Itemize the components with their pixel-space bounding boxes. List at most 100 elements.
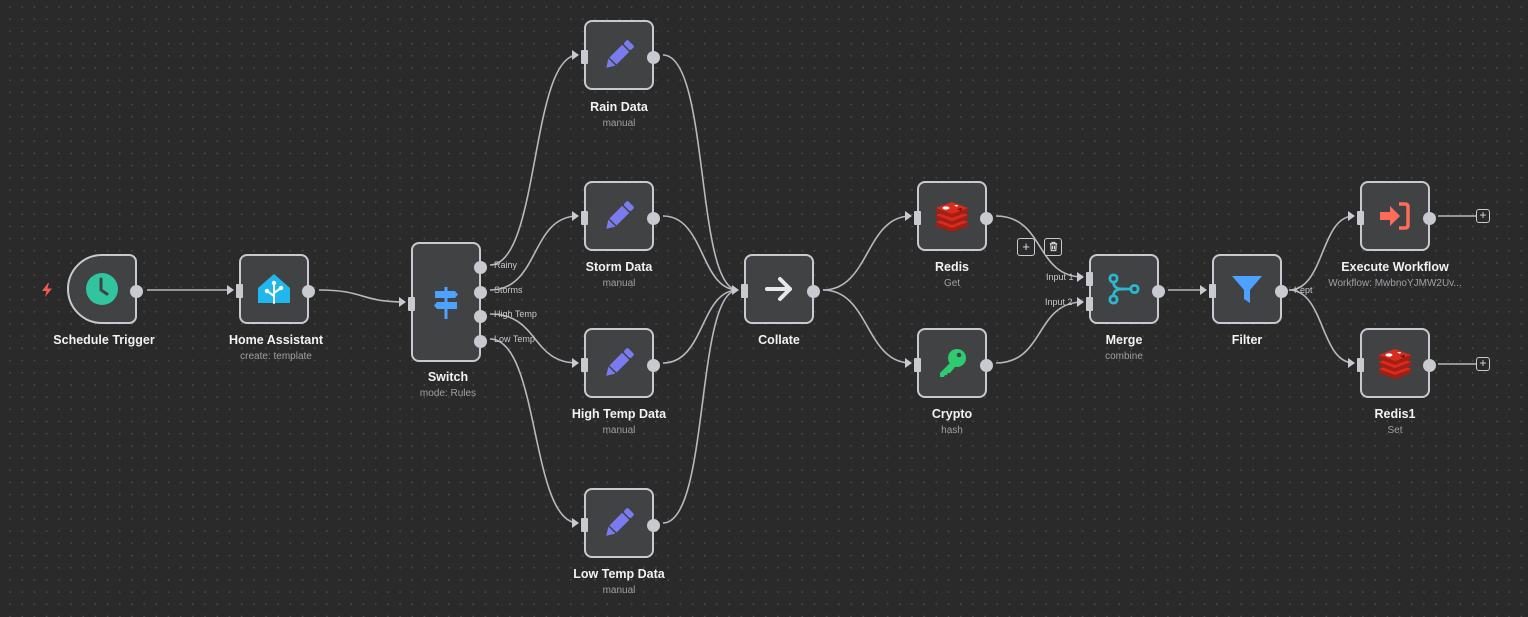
node-label: Home Assistant xyxy=(228,333,323,347)
output-port[interactable] xyxy=(647,211,660,225)
node-label: Schedule Trigger xyxy=(53,333,155,347)
node-label: Switch xyxy=(427,370,469,384)
input-port[interactable] xyxy=(236,284,243,298)
node-home-assistant[interactable] xyxy=(236,254,315,324)
input-port[interactable] xyxy=(914,358,921,372)
port-label-input-2: Input 2 xyxy=(1045,297,1073,307)
input-port[interactable] xyxy=(408,297,415,311)
add-node-button[interactable]: + xyxy=(1476,209,1490,223)
output-port[interactable] xyxy=(647,518,660,532)
pencil-icon xyxy=(599,343,639,383)
node-label: High Temp Data xyxy=(571,407,667,421)
node-subtitle: mode: Rules xyxy=(419,388,477,399)
home-assistant-icon xyxy=(254,269,294,309)
node-execute-workflow[interactable] xyxy=(1357,181,1436,251)
input-port[interactable] xyxy=(1357,358,1364,372)
node-schedule-trigger[interactable] xyxy=(67,254,143,324)
redis-icon xyxy=(1375,343,1415,383)
node-subtitle: Set xyxy=(1387,425,1403,436)
clock-icon xyxy=(82,269,122,309)
output-port[interactable] xyxy=(1152,284,1165,298)
output-port[interactable] xyxy=(980,358,993,372)
pencil-icon xyxy=(599,196,639,236)
pencil-icon xyxy=(599,35,639,75)
port-label-low-temp: Low Temp xyxy=(494,334,535,344)
output-port[interactable] xyxy=(980,211,993,225)
node-label: Filter xyxy=(1231,333,1263,347)
output-port[interactable] xyxy=(1423,358,1436,372)
node-high-temp-data[interactable] xyxy=(581,328,660,398)
output-port[interactable] xyxy=(647,358,660,372)
node-label: Storm Data xyxy=(585,260,653,274)
edge-high-temp-data-to-collate[interactable] xyxy=(662,289,739,364)
port-label-storms: Storms xyxy=(494,285,523,295)
input-port[interactable] xyxy=(1357,211,1364,225)
node-label: Redis xyxy=(934,260,970,274)
node-merge[interactable] xyxy=(1086,254,1165,324)
key-icon xyxy=(932,343,972,383)
output-port[interactable] xyxy=(130,284,143,298)
output-port[interactable] xyxy=(302,284,315,298)
node-subtitle: Workflow: MwbnoYJMW2Uv... xyxy=(1328,278,1462,289)
output-port[interactable] xyxy=(807,284,820,298)
input-port[interactable] xyxy=(1209,284,1216,298)
node-subtitle: combine xyxy=(1105,351,1143,362)
node-storm-data[interactable] xyxy=(581,181,660,251)
trash-icon xyxy=(1049,241,1057,252)
input-port[interactable] xyxy=(741,284,748,298)
node-switch[interactable] xyxy=(408,242,487,362)
node-label: Redis1 xyxy=(1374,407,1416,421)
redis-icon xyxy=(932,196,972,236)
node-subtitle: manual xyxy=(602,585,636,596)
node-crypto[interactable] xyxy=(914,328,993,398)
node-subtitle: Get xyxy=(943,278,961,289)
output-port[interactable] xyxy=(647,50,660,64)
output-port-high-temp[interactable] xyxy=(474,310,487,323)
port-label-input-1: Input 1 xyxy=(1046,272,1074,282)
node-label: Merge xyxy=(1105,333,1143,347)
pencil-icon xyxy=(599,503,639,543)
input-port-1[interactable] xyxy=(1086,272,1093,286)
node-subtitle: create: template xyxy=(240,351,312,362)
edge-delete-button[interactable] xyxy=(1044,238,1062,256)
node-filter[interactable] xyxy=(1209,254,1288,324)
edge-home-assistant-to-switch[interactable] xyxy=(318,289,406,303)
merge-icon xyxy=(1104,269,1144,309)
input-port-2[interactable] xyxy=(1086,297,1093,311)
edge-add-node-button[interactable]: + xyxy=(1017,238,1035,256)
node-label: Collate xyxy=(758,333,800,347)
input-port[interactable] xyxy=(581,50,588,64)
output-port-storms[interactable] xyxy=(474,286,487,299)
input-port[interactable] xyxy=(581,211,588,225)
node-low-temp-data[interactable] xyxy=(581,488,660,558)
node-label: Rain Data xyxy=(590,100,648,114)
edge-rain-data-to-collate[interactable] xyxy=(662,54,739,291)
input-port[interactable] xyxy=(581,358,588,372)
output-port-kept[interactable] xyxy=(1275,284,1288,298)
arrow-right-icon xyxy=(759,269,799,309)
node-subtitle: manual xyxy=(602,118,636,129)
input-port[interactable] xyxy=(914,211,921,225)
port-label-kept: Kept xyxy=(1294,285,1313,295)
node-rain-data[interactable] xyxy=(581,20,660,90)
edge-filter-to-redis1[interactable] xyxy=(1288,289,1355,364)
sign-in-icon xyxy=(1375,196,1415,236)
node-label: Low Temp Data xyxy=(573,567,665,581)
node-redis1[interactable] xyxy=(1357,328,1436,398)
node-collate[interactable] xyxy=(741,254,820,324)
node-subtitle: manual xyxy=(602,425,636,436)
output-port[interactable] xyxy=(1423,211,1436,225)
input-port[interactable] xyxy=(581,518,588,532)
add-node-button[interactable]: + xyxy=(1476,357,1490,371)
output-port-rainy[interactable] xyxy=(474,261,487,274)
node-redis[interactable] xyxy=(914,181,993,251)
lightning-bolt-icon xyxy=(41,283,53,297)
port-label-rainy: Rainy xyxy=(494,260,518,270)
signpost-icon xyxy=(426,282,466,322)
port-label-high-temp: High Temp xyxy=(494,309,537,319)
node-label: Execute Workflow xyxy=(1341,260,1449,274)
node-subtitle: manual xyxy=(602,278,636,289)
edge-collate-to-crypto[interactable] xyxy=(822,289,912,364)
edge-switch-rainy-to-rain-data[interactable] xyxy=(489,54,579,266)
output-port-low-temp[interactable] xyxy=(474,335,487,348)
